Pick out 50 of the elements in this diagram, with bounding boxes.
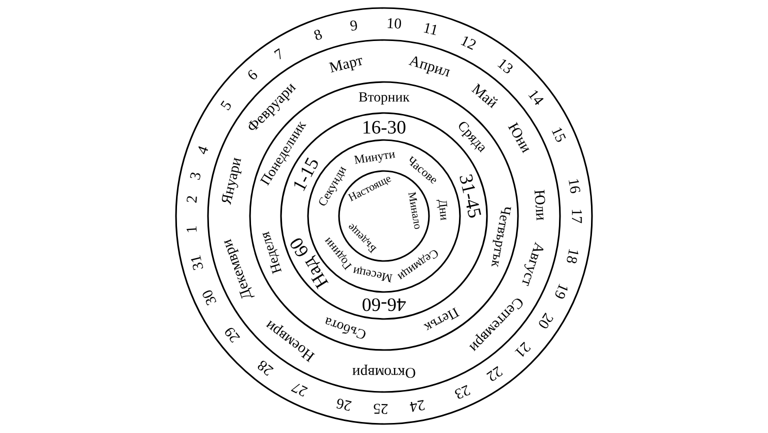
weekday-label: Събота [322, 313, 368, 342]
day-number: 3 [188, 170, 205, 182]
day-number: 15 [548, 124, 568, 146]
month-label: Октомври [352, 364, 416, 380]
unit-label: Месеци [352, 264, 394, 286]
day-number: 19 [550, 281, 572, 302]
range-label: 46-60 [362, 294, 406, 314]
range-label: 31-45 [454, 172, 485, 220]
day-number: 22 [483, 362, 505, 384]
range-label: 16-30 [362, 118, 406, 138]
day-number: 27 [290, 378, 310, 400]
month-label: Май [468, 81, 500, 112]
day-number: 10 [386, 16, 402, 33]
day-number: 6 [244, 67, 262, 84]
day-number: 13 [494, 56, 516, 78]
day-number: 30 [200, 286, 220, 308]
month-label: Август [518, 240, 547, 288]
month-label: Януари [218, 156, 246, 206]
unit-label: Минути [353, 146, 396, 167]
day-number: 18 [562, 246, 582, 265]
day-number: 31 [188, 253, 208, 272]
day-number: 25 [373, 400, 388, 416]
day-number: 29 [222, 323, 244, 346]
tense-label: Минало [405, 191, 424, 230]
day-number: 26 [335, 394, 354, 414]
weekday-label: Вторник [358, 90, 410, 106]
weekday-label: Четвъртък [487, 204, 513, 268]
day-number: 1 [184, 225, 201, 234]
ring [175, 7, 593, 425]
month-label: Юли [530, 189, 549, 221]
day-number: 16 [564, 177, 583, 195]
day-number: 4 [194, 144, 212, 157]
day-number: 12 [458, 32, 478, 54]
day-number: 23 [452, 381, 472, 402]
day-number: 2 [184, 194, 202, 204]
day-number: 8 [312, 26, 325, 44]
day-number: 17 [568, 208, 584, 224]
month-label: Март [328, 52, 365, 76]
weekday-label: Петък [422, 304, 461, 335]
unit-label: Дни [436, 198, 452, 221]
day-number: 5 [218, 98, 236, 114]
day-number: 24 [408, 396, 426, 414]
month-label: Април [407, 53, 452, 81]
day-number: 7 [272, 46, 287, 64]
day-number: 9 [349, 18, 359, 35]
day-number: 28 [254, 356, 277, 378]
day-number: 20 [534, 310, 556, 332]
weekday-label: Неделя [258, 230, 286, 276]
day-number: 11 [422, 20, 440, 40]
day-number: 14 [524, 86, 546, 109]
